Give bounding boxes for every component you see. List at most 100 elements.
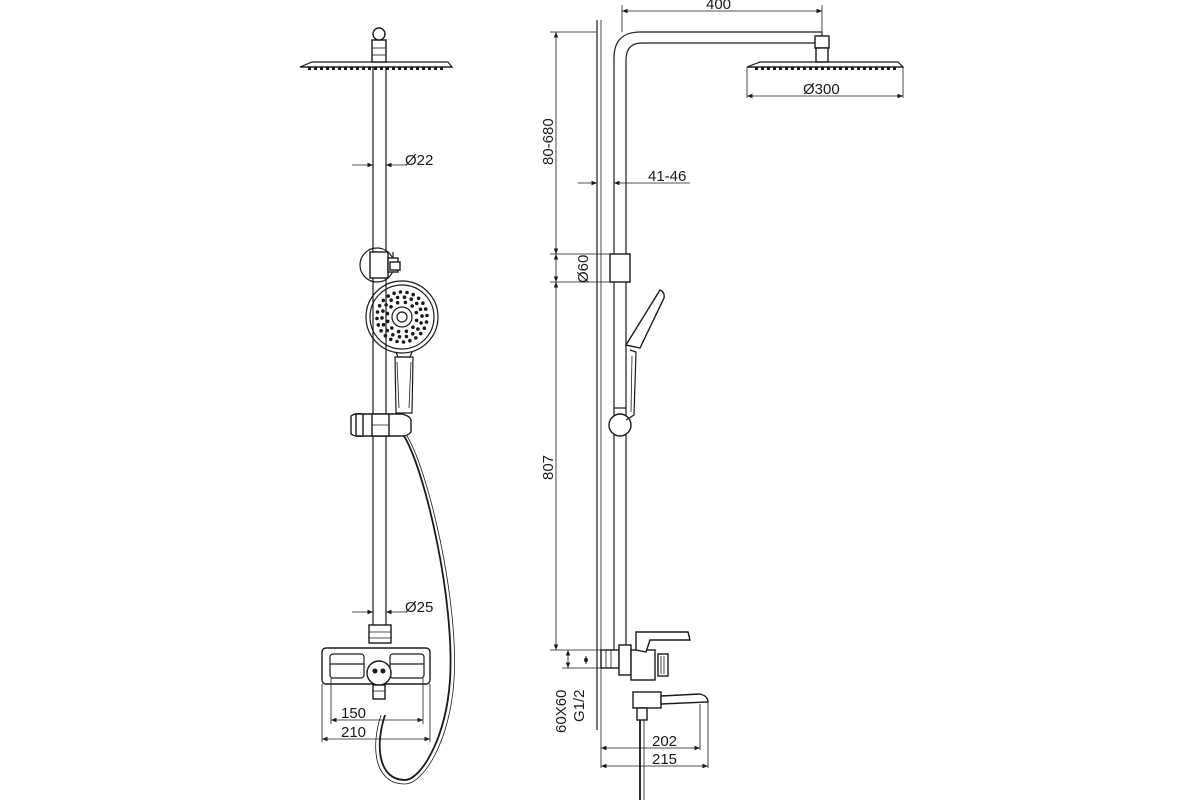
dim-thread: G1/2 (571, 689, 588, 722)
spray-hole (395, 300, 400, 305)
dim-pipe-lower: Ø25 (405, 599, 433, 616)
shower-nozzle (755, 67, 758, 70)
rain-shower-head-side (746, 61, 905, 70)
shower-nozzle (332, 67, 335, 70)
shower-nozzle (869, 67, 872, 70)
spray-hole (396, 329, 401, 334)
dim-head-diameter: Ø300 (803, 81, 840, 98)
spray-hole (419, 321, 423, 325)
spray-hole (405, 290, 409, 295)
dim-arm-length: 400 (706, 0, 731, 13)
spray-hole (377, 304, 382, 308)
shower-nozzle (308, 67, 311, 70)
shower-nozzle (434, 67, 437, 70)
shower-nozzle (398, 67, 401, 70)
riser-pipe (372, 67, 387, 625)
spray-hole (410, 304, 415, 308)
spray-hole (420, 314, 424, 318)
dim-wall-offset: 41-46 (648, 168, 686, 185)
spray-hole (392, 291, 396, 296)
spray-hole (376, 323, 381, 327)
shower-nozzle (857, 67, 860, 70)
spray-hole (395, 295, 400, 300)
shower-nozzle (815, 67, 818, 70)
side-view: 400 Ø300 80-680 41-46 Ø60 807 (540, 0, 905, 800)
shower-nozzle (320, 67, 323, 70)
spray-hole (389, 305, 393, 309)
wall-line (596, 20, 602, 730)
spray-hole (411, 332, 415, 336)
shower-nozzle (851, 67, 854, 70)
shower-nozzle (386, 67, 389, 70)
shower-nozzle (767, 67, 770, 70)
riser-side (608, 253, 632, 650)
spray-hole (385, 319, 390, 324)
dim-connection-size: 60X60 (553, 690, 570, 733)
shower-nozzle (422, 67, 425, 70)
shower-nozzle (887, 67, 890, 70)
spray-hole (381, 309, 385, 313)
shower-nozzle (344, 67, 347, 70)
dim-spout-short: 202 (652, 733, 677, 750)
spray-hole (408, 338, 412, 343)
spray-hole (397, 335, 402, 339)
spray-hole (411, 292, 416, 297)
shower-nozzle (416, 67, 419, 70)
spray-hole (425, 313, 429, 318)
spray-hole (389, 298, 394, 303)
spray-hole (409, 297, 414, 302)
shower-nozzle (803, 67, 806, 70)
spray-hole (404, 334, 409, 339)
shower-nozzle (797, 67, 800, 70)
spray-hole (385, 311, 390, 316)
spray-hole (391, 333, 395, 337)
front-dimensions: Ø22 Ø25 150 210 (321, 152, 433, 742)
spray-hole (416, 327, 420, 331)
shower-nozzle (809, 67, 812, 70)
shower-nozzle (821, 67, 824, 70)
shower-nozzle (779, 67, 782, 70)
mixer-side (600, 631, 709, 800)
dim-lower-height: 807 (540, 455, 557, 480)
shower-nozzle (326, 67, 329, 70)
side-dimensions: 400 Ø300 80-680 41-46 Ø60 807 (540, 0, 904, 769)
shower-nozzle (314, 67, 317, 70)
spray-hole (416, 296, 421, 301)
shower-nozzle (428, 67, 431, 70)
shower-nozzle (368, 67, 371, 70)
spray-hole (375, 310, 380, 314)
spray-hole (383, 333, 388, 338)
shower-nozzle (785, 67, 788, 70)
spray-hole (375, 316, 379, 321)
spray-hole (404, 329, 409, 334)
spray-hole (422, 326, 427, 331)
spray-hole (386, 294, 391, 298)
shower-nozzle (392, 67, 395, 70)
shower-arm (613, 31, 830, 254)
spray-hole (389, 337, 393, 342)
shower-nozzle (761, 67, 764, 70)
spray-hole (423, 307, 428, 311)
spray-hole (414, 301, 419, 306)
shower-nozzle (827, 67, 830, 70)
spray-hole (414, 318, 419, 323)
shower-nozzle (380, 67, 383, 70)
dim-flange-diameter: Ø60 (575, 255, 592, 283)
spray-hole (381, 322, 386, 327)
dim-outer-width: 210 (341, 724, 366, 741)
shower-nozzle (833, 67, 836, 70)
shower-nozzle (362, 67, 365, 70)
shower-nozzle (893, 67, 896, 70)
spray-hole (395, 339, 399, 344)
shower-nozzle (845, 67, 848, 70)
spray-hole (398, 290, 403, 294)
rain-shower-head (299, 27, 454, 70)
spray-hole (385, 328, 390, 333)
shower-nozzle (881, 67, 884, 70)
spray-hole (381, 298, 386, 303)
dim-height-range: 80-680 (540, 118, 557, 165)
shower-nozzle (875, 67, 878, 70)
spray-hole (414, 310, 419, 315)
spray-hole (421, 301, 425, 306)
